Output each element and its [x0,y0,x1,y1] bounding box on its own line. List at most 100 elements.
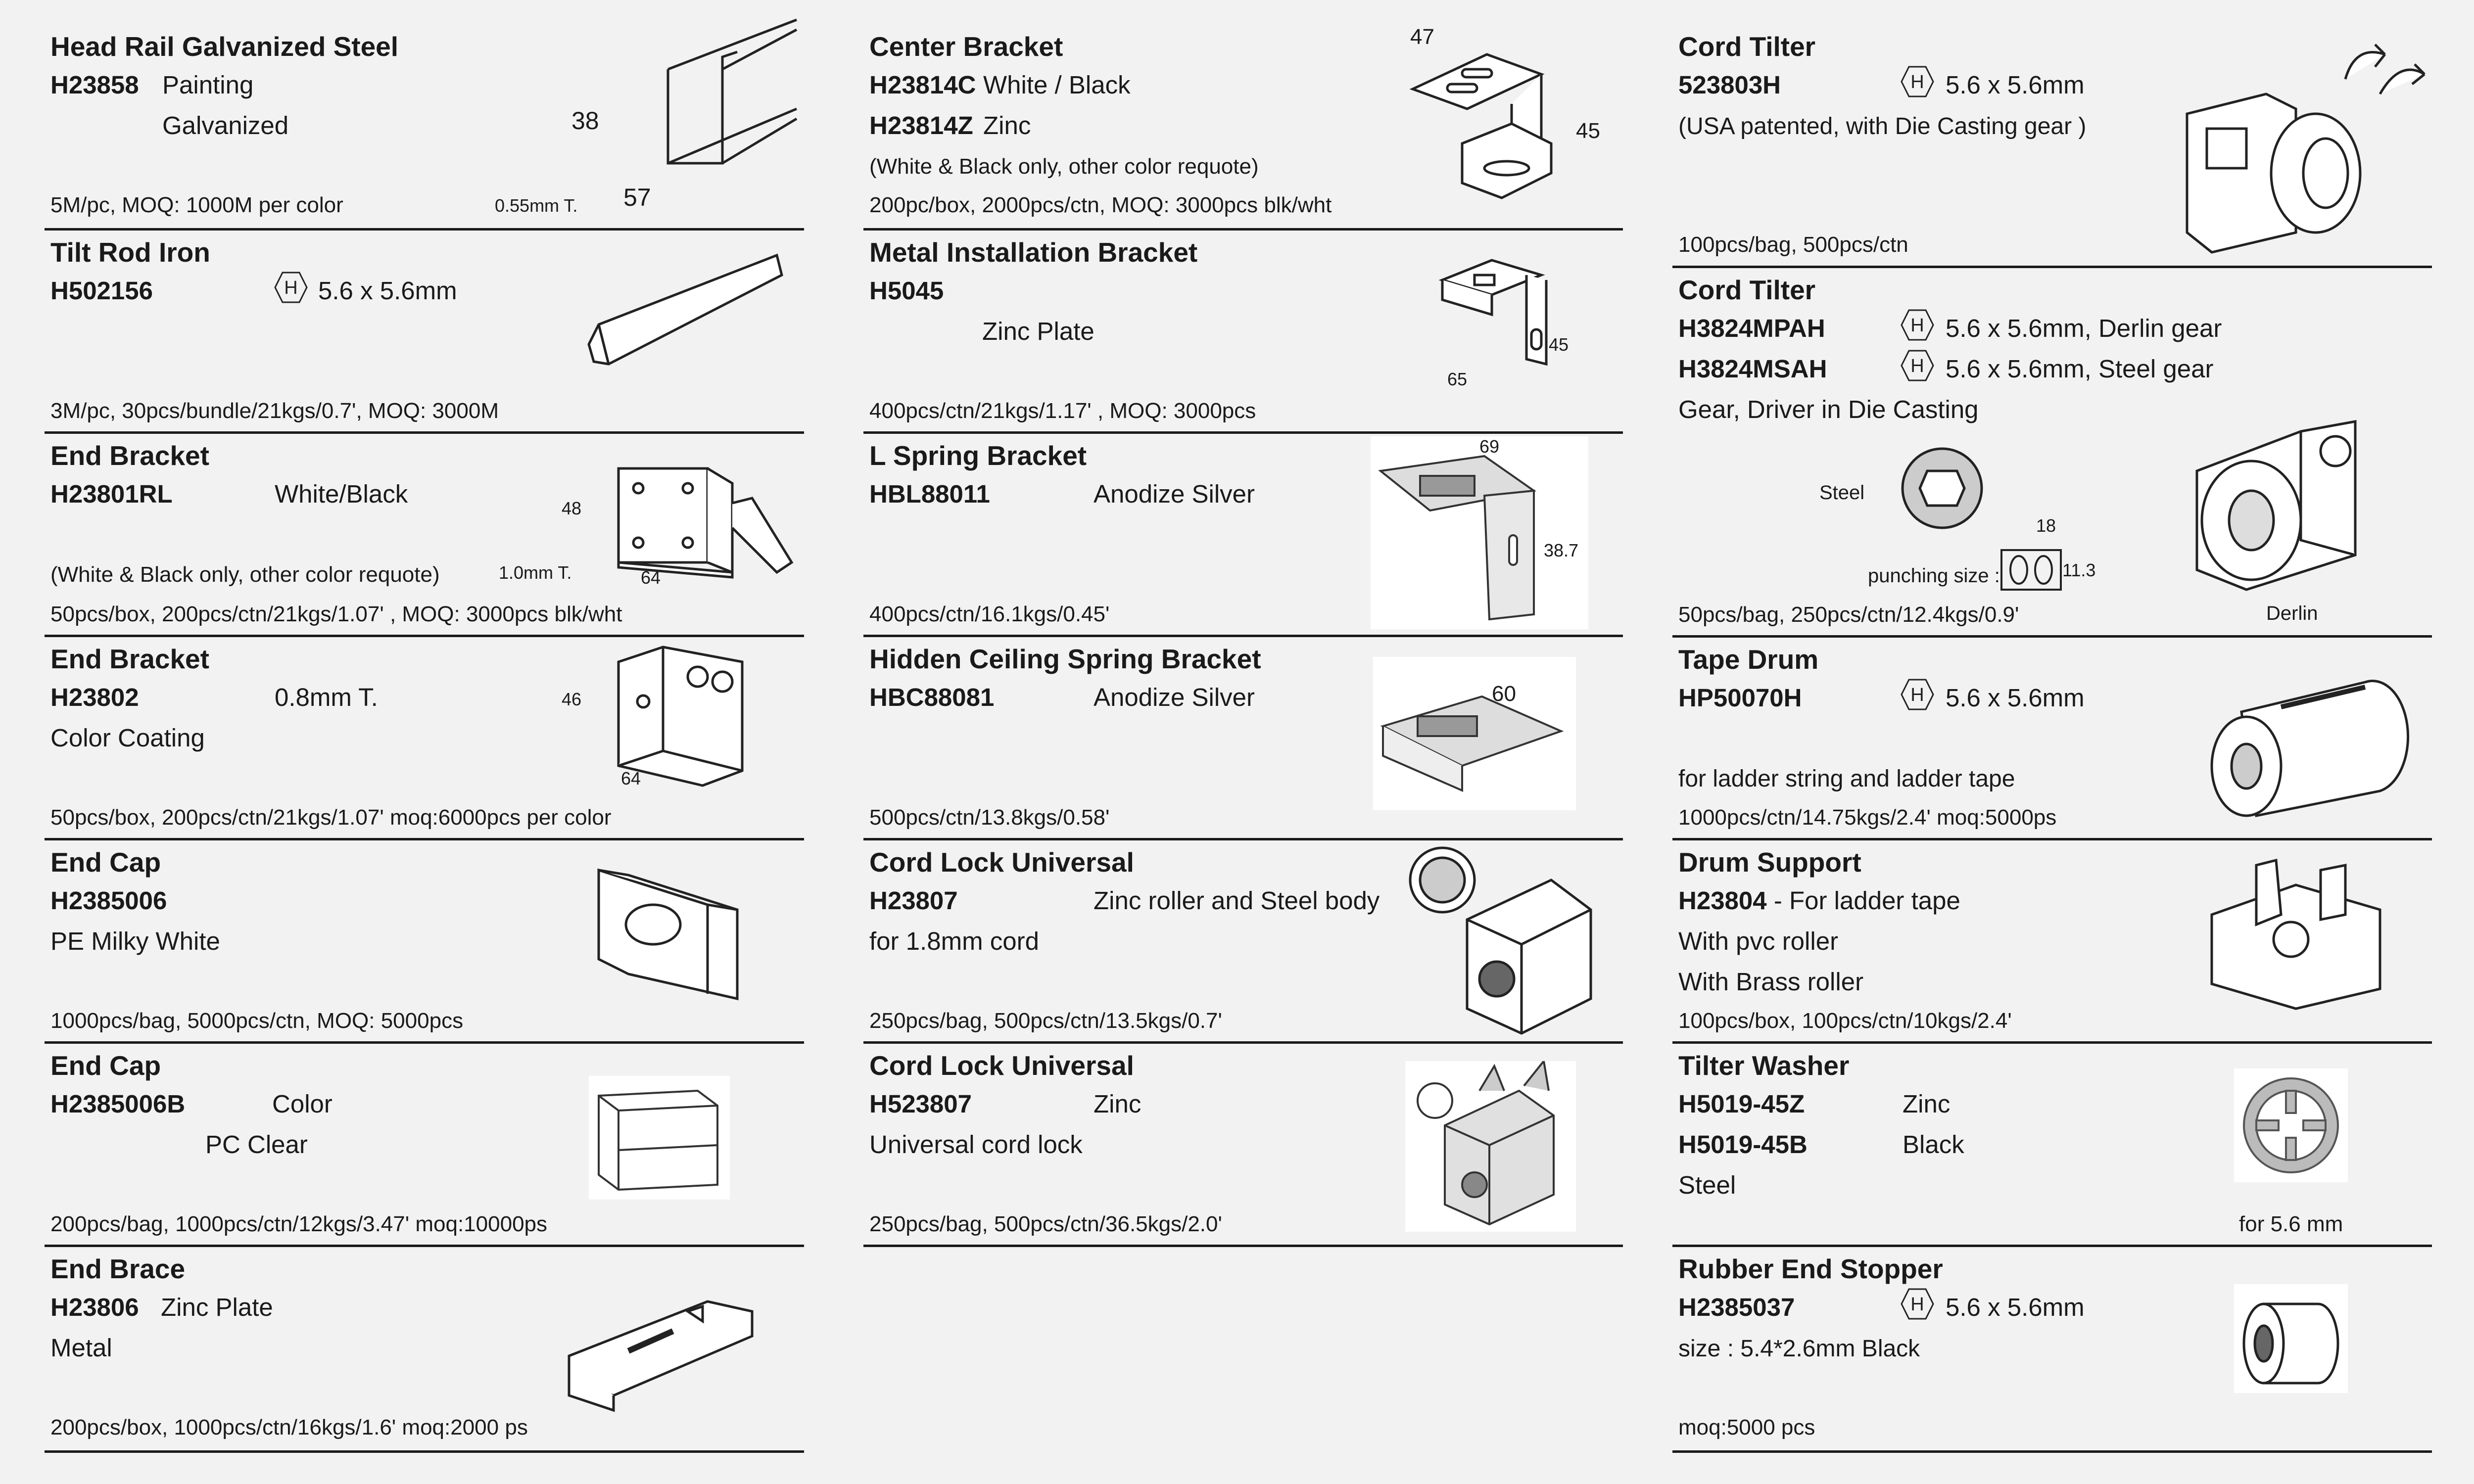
product-desc: Anodize Silver [1094,480,1255,508]
product-title: Drum Support [1678,847,1861,878]
product-title: Cord Lock Universal [869,847,1134,878]
dim-width: 57 [623,184,651,211]
punch-holes-image [2000,549,2062,591]
product-spec: 5.6 x 5.6mm [1946,71,2085,99]
product-code: HBC88081 [869,683,995,711]
product-code-2: H23814Z [869,111,973,139]
product-title: End Brace [50,1253,186,1284]
svg-text:H: H [1910,1294,1924,1315]
tilter-washer-image [2234,1068,2348,1182]
product-desc-3: With Brass roller [1678,968,1864,996]
dim-b: 65 [1447,369,1468,389]
product-end-cap-2: End Cap H2385006B Color PC Clear 200pcs/… [45,1044,804,1247]
center-bracket-image [1409,53,1553,199]
product-code: H2385006B [50,1090,186,1118]
punching-size-label: punching size : [1868,565,2000,587]
end-cap-image [597,868,739,1001]
steel-gear-label: Steel [1819,482,1865,504]
product-hidden-ceiling-bracket: Hidden Ceiling Spring Bracket HBC88081 A… [863,637,1623,840]
cord-lock-universal-image [1405,1059,1576,1232]
product-desc-2: for 1.8mm cord [869,927,1039,955]
product-code: H23801RL [50,480,173,508]
product-title: Cord Lock Universal [869,1050,1134,1081]
product-code: H2385037 [1678,1293,1795,1321]
product-title: Tilt Rod Iron [50,237,210,268]
product-code: H5019-45Z [1678,1090,1805,1118]
product-desc: White / Black [983,71,1131,99]
dim-height: 46 [562,689,582,709]
product-code: H523807 [869,1090,972,1118]
product-code-row: H23804 - For ladder tape [1678,886,1960,915]
product-note: 1000pcs/bag, 5000pcs/ctn, MOQ: 5000pcs [50,1009,464,1033]
end-bracket-image [617,646,744,787]
dim-height: 48 [562,498,582,518]
derlin-gear-label: Derlin [2266,603,2318,624]
product-note: 1000pcs/ctn/14.75kgs/2.4' moq:5000ps [1678,805,2057,830]
product-spec: 5.6 x 5.6mm [318,277,457,305]
hex-shaft-icon: H [1901,350,1934,381]
product-code: H502156 [50,277,153,305]
product-title: Cord Tilter [1678,275,1816,305]
tape-drum-image [2210,680,2410,817]
rubber-stopper-image [2234,1284,2348,1393]
steel-gear-image [1901,447,1983,529]
product-cord-lock-1: Cord Lock Universal H23807 Zinc roller a… [863,840,1623,1044]
product-end-bracket-2: End Bracket H23802 0.8mm T. Color Coatin… [45,637,804,840]
end-cap-clear-image [589,1076,730,1200]
product-title: End Bracket [50,440,209,471]
product-desc: (USA patented, with Die Casting gear ) [1678,113,2087,139]
product-desc: - For ladder tape [1766,886,1960,915]
product-spec: 5.6 x 5.6mm, Derlin gear [1946,314,2222,342]
product-title: Cord Tilter [1678,31,1816,62]
product-code: H5045 [869,277,944,305]
dim-thickness: 1.0mm T. [499,562,572,583]
product-note: 50pcs/box, 200pcs/ctn/21kgs/1.07' , MOQ:… [50,602,622,626]
dim-thickness: 0.55mm T. [495,195,578,216]
product-desc: Zinc [1094,1090,1142,1118]
product-title: Tilter Washer [1678,1050,1850,1081]
dim-width: 64 [621,768,641,788]
product-code: H3824MPAH [1678,314,1825,342]
product-desc: Painting [162,71,254,99]
product-desc: White/Black [275,480,408,508]
cord-tilter-derlin-image [2195,420,2357,591]
install-bracket-image [1438,259,1548,366]
tilt-rod-image [587,253,783,366]
product-note: 5M/pc, MOQ: 1000M per color [50,193,343,217]
product-note: 500pcs/ctn/13.8kgs/0.58' [869,805,1110,830]
product-title: L Spring Bracket [869,440,1087,471]
product-note: 100pcs/bag, 500pcs/ctn [1678,232,1908,257]
product-rubber-end-stopper: Rubber End Stopper H2385037 H 5.6 x 5.6m… [1672,1247,2432,1453]
product-code: H2385006 [50,886,167,915]
dim-height: 38 [571,107,599,135]
product-note: 50pcs/box, 200pcs/ctn/21kgs/1.07' moq:60… [50,805,612,830]
product-code-2: H3824MSAH [1678,355,1827,383]
product-metal-install-bracket: Metal Installation Bracket H5045 Zinc Pl… [863,231,1623,434]
hidden-bracket-image: 60 [1373,657,1576,810]
product-desc: Zinc roller and Steel body [1094,886,1380,915]
svg-text:H: H [1910,315,1924,336]
punch-height: 11.3 [2062,560,2096,580]
product-desc: Zinc [1903,1090,1951,1118]
product-desc: Anodize Silver [1094,683,1255,711]
product-center-bracket: Center Bracket H23814C White / Black H23… [863,25,1623,231]
product-desc-2: Black [1903,1130,1964,1159]
product-cord-lock-2: Cord Lock Universal H523807 Zinc Univers… [863,1044,1623,1247]
product-title: Rubber End Stopper [1678,1253,1943,1284]
product-title: End Bracket [50,644,209,674]
product-desc-2: (White & Black only, other color requote… [50,562,440,587]
product-desc-2: With pvc roller [1678,927,1839,955]
product-desc-3: (White & Black only, other color requote… [869,154,1259,179]
svg-text:H: H [1910,356,1924,376]
product-note: 50pcs/bag, 250pcs/ctn/12.4kgs/0.9' [1678,603,2019,627]
product-end-bracket-1: End Bracket H23801RL White/Black (White … [45,434,804,637]
dim-a: 45 [1549,334,1569,355]
svg-text:H: H [1910,72,1924,93]
product-l-spring-bracket: L Spring Bracket HBL88011 Anodize Silver… [863,434,1623,637]
head-rail-image [666,18,798,165]
product-code: H23807 [869,886,958,915]
product-desc-2: Metal [50,1334,112,1362]
product-code: H23814C [869,71,976,99]
product-note: for 5.6 mm [2239,1212,2343,1236]
product-note: 400pcs/ctn/16.1kgs/0.45' [869,602,1110,626]
